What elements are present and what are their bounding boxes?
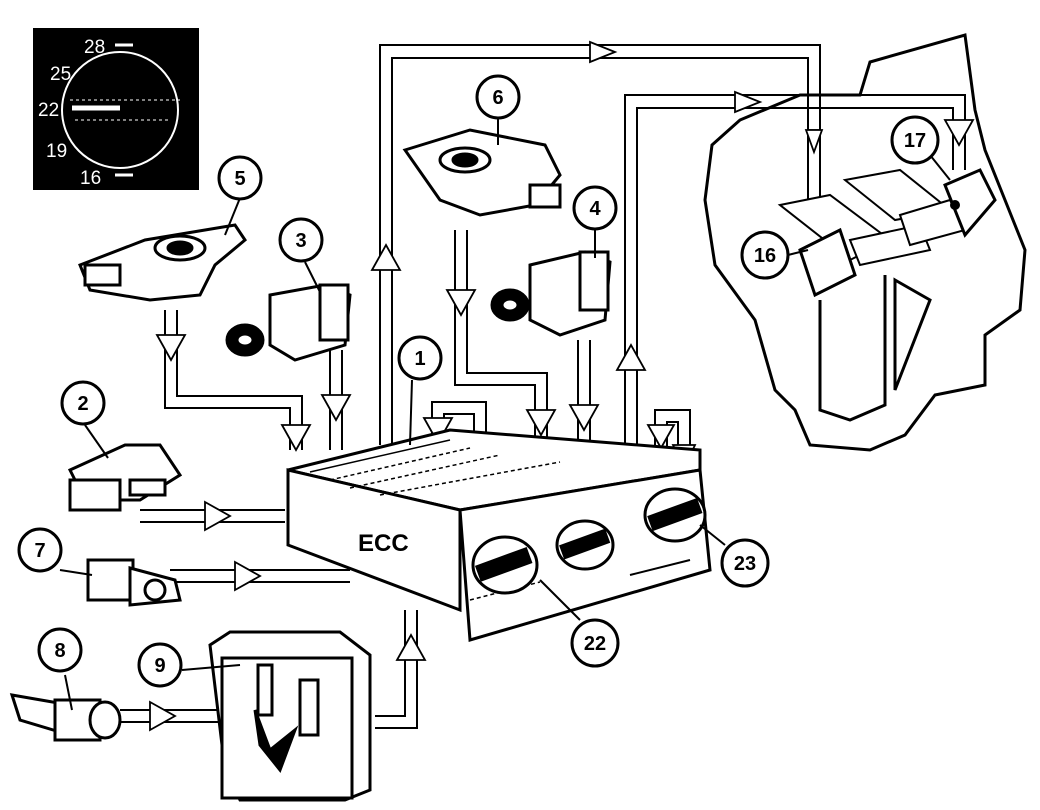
sensor-7-temp — [86, 558, 182, 607]
callout-6: 6 — [475, 74, 521, 120]
sensor-5-flap-motor — [78, 223, 247, 302]
callout-2: 2 — [60, 380, 106, 426]
dial-tick-16: 16 — [80, 168, 101, 189]
dial-tick-28: 28 — [84, 37, 105, 58]
callout-6-label: 6 — [492, 87, 503, 109]
sensor-8-coolant-temp — [9, 693, 122, 742]
callout-17-label: 17 — [904, 130, 926, 152]
callout-7: 7 — [17, 527, 63, 573]
knob-22 — [471, 535, 539, 595]
dial-tick-19: 19 — [46, 141, 67, 162]
callout-9-label: 9 — [154, 655, 165, 677]
sensor-2-sunload — [67, 443, 183, 512]
callout-3-label: 3 — [295, 230, 306, 252]
dial-tick-22: 22 — [38, 100, 59, 121]
engine-control-unit-9 — [208, 630, 372, 802]
callout-5-label: 5 — [234, 168, 245, 190]
callout-16-label: 16 — [754, 245, 776, 267]
hvac-air-distribution-box — [703, 33, 1027, 452]
sensor-4-actuator — [490, 250, 612, 337]
callout-23-label: 23 — [734, 553, 756, 575]
temperature-dial-inset: 28 25 22 19 16 — [33, 28, 199, 190]
callout-5: 5 — [217, 155, 263, 201]
callout-8-label: 8 — [54, 640, 65, 662]
callout-3: 3 — [278, 217, 324, 263]
leader-lines — [59, 118, 951, 711]
callout-1: 1 — [397, 335, 443, 381]
arrow-heads — [149, 40, 975, 732]
ecc-module-label: ECC — [358, 530, 409, 557]
callout-22-label: 22 — [584, 633, 606, 655]
callout-8: 8 — [37, 627, 83, 673]
callout-17: 17 — [890, 115, 940, 165]
knob-23 — [643, 487, 707, 543]
callout-23: 23 — [720, 538, 770, 588]
sensor-3-actuator — [225, 283, 352, 362]
callout-22: 22 — [570, 618, 620, 668]
sensor-6-flap-motor — [402, 128, 562, 217]
ecc-control-module — [286, 428, 712, 642]
callout-16: 16 — [740, 230, 790, 280]
callout-2-label: 2 — [77, 393, 88, 415]
air-flap-17 — [842, 168, 997, 247]
knob-center — [555, 519, 615, 571]
callout-4: 4 — [572, 185, 618, 231]
callout-1-label: 1 — [414, 348, 425, 370]
callout-7-label: 7 — [34, 540, 45, 562]
dial-tick-25: 25 — [50, 64, 71, 85]
callout-4-label: 4 — [589, 198, 601, 220]
callout-9: 9 — [137, 642, 183, 688]
